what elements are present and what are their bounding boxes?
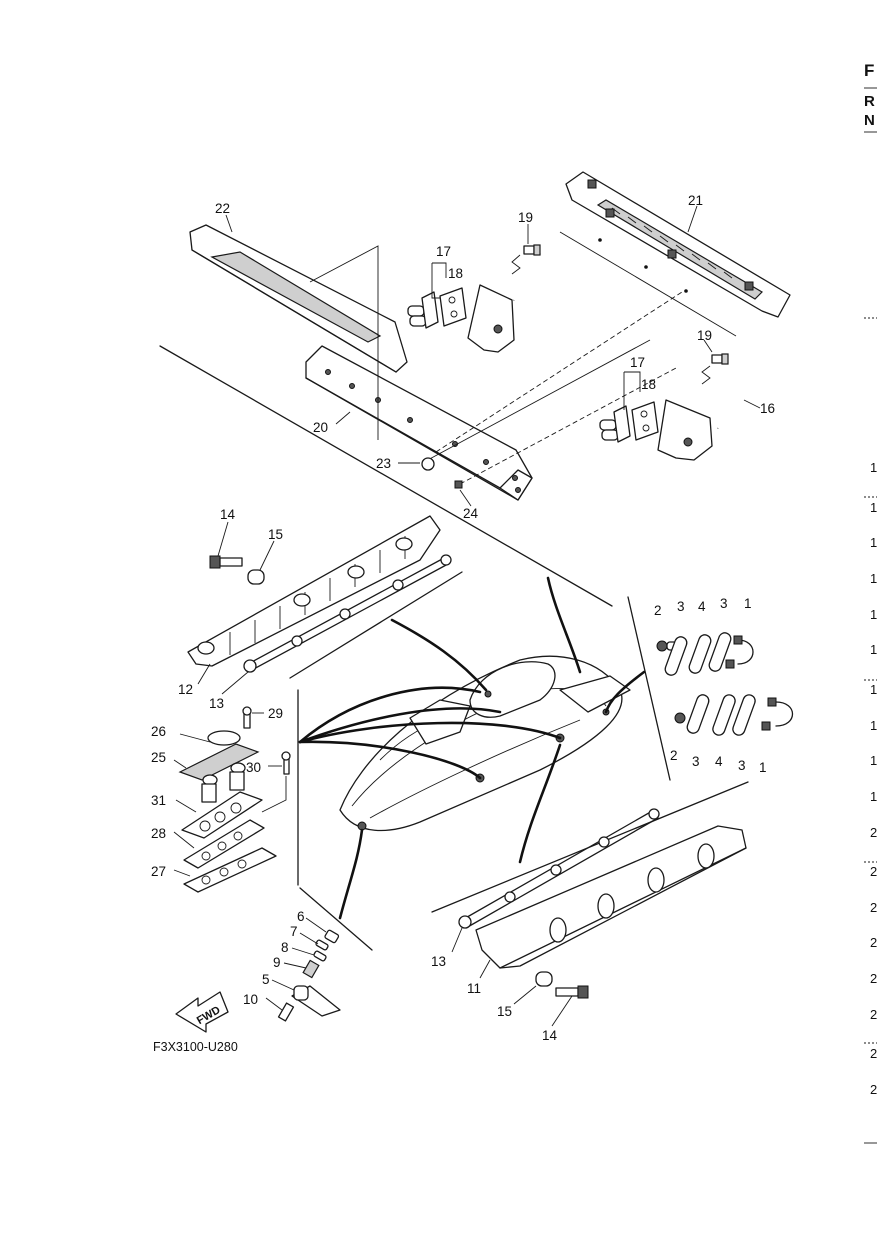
callout-7: 7 [290, 924, 298, 939]
callout-25: 25 [151, 750, 166, 765]
watercraft-hull [339, 655, 631, 832]
callout-28: 28 [151, 826, 166, 841]
side-number: 1 [870, 789, 877, 804]
callout-4: 4 [698, 599, 706, 614]
callout-15: 15 [497, 1004, 512, 1019]
boarding-step [565, 171, 791, 318]
callout-3: 3 [738, 758, 746, 773]
callout-19: 19 [518, 210, 533, 225]
callout-22: 22 [215, 201, 230, 216]
side-number: 1 [870, 718, 877, 733]
callout-20: 20 [313, 420, 328, 435]
callout-27: 27 [151, 864, 166, 879]
header-letter: N [864, 112, 875, 129]
callout-23: 23 [376, 456, 391, 471]
callout-18: 18 [448, 266, 463, 281]
callout-17: 17 [630, 355, 645, 370]
callout-18: 18 [641, 377, 656, 392]
callout-1: 1 [744, 596, 752, 611]
callout-17: 17 [436, 244, 451, 259]
callout-2: 2 [654, 603, 662, 618]
callout-21: 21 [688, 193, 703, 208]
callout-5: 5 [262, 972, 270, 987]
side-number: 2 [870, 971, 877, 986]
fastener-set-upper [656, 632, 754, 676]
side-number: 1 [870, 642, 877, 657]
side-number: 2 [870, 900, 877, 915]
page-edge-index: F R N 1 1 1 1 1 1 1 1 1 1 2 2 2 2 2 2 2 … [864, 61, 877, 1144]
callout-30: 30 [246, 760, 261, 775]
step-support-frame [467, 224, 755, 461]
side-number: 1 [870, 571, 877, 586]
gunwale-pad [189, 224, 408, 373]
label-leaders [173, 205, 761, 1027]
side-number: 2 [870, 1082, 877, 1097]
side-number: 1 [870, 607, 877, 622]
side-number: 1 [870, 460, 877, 475]
callout-12: 12 [178, 682, 193, 697]
callout-24: 24 [463, 506, 479, 521]
callout-11: 11 [467, 981, 481, 996]
side-number: 2 [870, 825, 877, 840]
leader-arrows [298, 576, 646, 920]
callout-29: 29 [268, 706, 283, 721]
callout-3: 3 [720, 596, 728, 611]
callout-14: 14 [542, 1028, 558, 1043]
bumper-upper [187, 515, 452, 673]
callout-13: 13 [209, 696, 224, 711]
callout-6: 6 [297, 909, 305, 924]
tow-cleat-group [178, 706, 291, 893]
bolt-19 [511, 244, 729, 385]
fastener-set-lower [674, 694, 793, 736]
side-number: 1 [870, 535, 877, 550]
side-number: 1 [870, 682, 877, 697]
bumper-lower [458, 808, 747, 999]
side-number: 2 [870, 1046, 877, 1061]
callout-3: 3 [677, 599, 685, 614]
callout-10: 10 [243, 992, 258, 1007]
callout-3: 3 [692, 754, 700, 769]
callout-31: 31 [151, 793, 166, 808]
callout-2: 2 [670, 748, 678, 763]
mounting-rail [305, 345, 533, 501]
callout-26: 26 [151, 724, 166, 739]
callout-19: 19 [697, 328, 712, 343]
side-number: 2 [870, 935, 877, 950]
callout-4: 4 [715, 754, 723, 769]
header-letter: R [864, 93, 875, 110]
callout-labels: 22 19 21 17 18 19 17 18 16 20 23 24 14 1… [151, 193, 775, 1043]
diagram-code: F3X3100-U280 [153, 1040, 238, 1054]
collar-and-plate [407, 287, 659, 443]
callout-13: 13 [431, 954, 446, 969]
small-parts-group: FWD [175, 929, 341, 1033]
side-number: 2 [870, 1007, 877, 1022]
callout-1: 1 [759, 760, 767, 775]
callout-8: 8 [281, 940, 289, 955]
callout-15: 15 [268, 527, 283, 542]
side-number: 1 [870, 500, 877, 515]
callout-9: 9 [273, 955, 281, 970]
callout-16: 16 [760, 401, 775, 416]
side-number: 1 [870, 753, 877, 768]
header-letter: F [864, 61, 874, 80]
side-number: 2 [870, 864, 877, 879]
callout-14: 14 [220, 507, 236, 522]
